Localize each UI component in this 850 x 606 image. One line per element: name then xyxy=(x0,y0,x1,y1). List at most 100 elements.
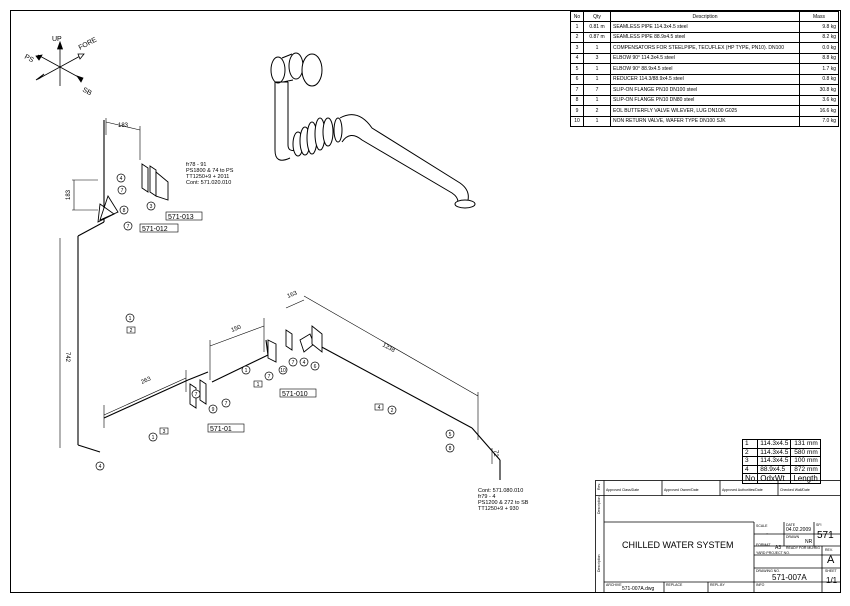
bom-cell-qty: 0.87 m xyxy=(583,31,611,43)
pipe-cell-no: 4 xyxy=(741,464,759,474)
svg-text:fr78 - 91: fr78 - 91 xyxy=(186,162,206,168)
svg-text:7: 7 xyxy=(292,360,295,366)
tb-rev-side: Rev. xyxy=(597,483,601,490)
pipe-3d-preview xyxy=(270,52,476,209)
svg-text:TT1250+9 + 2011: TT1250+9 + 2011 xyxy=(186,174,229,180)
tb-sfi: 571 xyxy=(817,530,834,541)
svg-text:4: 4 xyxy=(99,464,102,470)
pipe-table-header-row: No OdxWt Length xyxy=(741,473,821,484)
bom-cell-desc: SEAMLESS PIPE 114.3x4.5 steel xyxy=(610,21,800,33)
pipe-cell-len: 100 mm xyxy=(790,456,821,466)
tb-date-label: DATE xyxy=(786,523,796,527)
dim-183-top: 183 xyxy=(118,123,129,129)
tb-approved-owner: Approved Owner/Date xyxy=(664,488,699,492)
item-balloon-numbers: 4 7 8 7 3 1 1 4 7 9 7 1 7 10 7 4 6 2 5 8 xyxy=(99,176,452,470)
svg-text:Cont: 571.080.010: Cont: 571.080.010 xyxy=(478,488,523,494)
bom-cell-no: 4 xyxy=(570,52,584,64)
tb-rev: A xyxy=(827,554,835,566)
bom-cell-mass: 30.8 kg xyxy=(799,84,839,96)
svg-text:2: 2 xyxy=(391,408,394,414)
tb-repl-label: REPL.BY xyxy=(710,583,725,587)
bom-cell-desc: ELBOW 90° 88.9x4.5 steel xyxy=(610,63,800,75)
tb-replace-label: REPLACE xyxy=(666,583,683,587)
pipe-cell-od: 114.3x4.5 xyxy=(757,447,792,457)
tb-desc-side-2: Description xyxy=(597,554,601,572)
compass-ps-label: PS xyxy=(23,54,35,65)
tb-ready-label: READY FOR MU/RIG xyxy=(786,546,820,550)
bom-cell-qty: 3 xyxy=(583,52,611,64)
pipe-route xyxy=(77,120,501,480)
bom-cell-qty: 1 xyxy=(583,94,611,106)
svg-text:Cont: 571.020.010: Cont: 571.020.010 xyxy=(186,180,231,186)
svg-text:2: 2 xyxy=(130,328,133,334)
bom-cell-no: 5 xyxy=(570,63,584,75)
tb-yard-label: YARD PROJECT NO. xyxy=(756,551,790,555)
pipe-piece-tag-numbers: 2 3 1 4 xyxy=(130,328,381,435)
pipe-cell-len: 872 mm xyxy=(790,464,821,474)
bom-cell-mass: 0.0 kg xyxy=(799,42,839,54)
pipe-piece-tags xyxy=(126,326,384,435)
tb-approved-authorities: Approved Authorities/Date xyxy=(722,488,763,492)
bom-cell-desc: ELBOW 90° 114.3x4.5 steel xyxy=(610,52,800,64)
bom-header-row: No Qty Description Mass xyxy=(570,11,839,22)
bom-cell-no: 3 xyxy=(570,42,584,54)
svg-text:8: 8 xyxy=(123,208,126,214)
bom-cell-qty: 1 xyxy=(583,73,611,85)
svg-text:1: 1 xyxy=(257,382,260,388)
bom-cell-mass: 7.0 kg xyxy=(799,115,839,127)
svg-text:4: 4 xyxy=(378,405,381,411)
bom-cell-no: 1 xyxy=(570,21,584,33)
ref-boxes: 571-013 571-012 571-010 571-01 xyxy=(139,211,317,433)
bom-cell-desc: COMPENSATORS FOR STEELPIPE, TECUFLEX (HP… xyxy=(610,42,800,54)
svg-text:PS1200 & 272 to SB: PS1200 & 272 to SB xyxy=(478,500,529,506)
pipe-cell-len: 131 mm xyxy=(790,439,821,449)
svg-text:10: 10 xyxy=(280,368,286,374)
bom-cell-no: 10 xyxy=(570,115,584,127)
tb-sheet: 1/1 xyxy=(826,576,838,585)
tb-approved-class: Approved Class/Date xyxy=(606,488,640,492)
svg-text:1: 1 xyxy=(129,316,132,322)
bom-cell-mass: 3.6 kg xyxy=(799,94,839,106)
svg-text:4: 4 xyxy=(120,176,123,182)
svg-text:4: 4 xyxy=(303,360,306,366)
svg-text:fr79 - 4: fr79 - 4 xyxy=(478,494,495,500)
bom-cell-no: 9 xyxy=(570,105,584,117)
pipe-col-length: Length xyxy=(790,473,821,484)
svg-text:7: 7 xyxy=(195,392,198,398)
svg-text:1: 1 xyxy=(245,368,248,374)
bom-cell-qty: 1 xyxy=(583,115,611,127)
fittings xyxy=(97,163,323,409)
bom-col-qty: Qty xyxy=(583,11,611,22)
tb-date: 04.02.2009 xyxy=(786,527,812,533)
bom-col-description: Description xyxy=(610,11,800,22)
compass-up-label: UP xyxy=(52,36,62,43)
svg-text:7: 7 xyxy=(225,401,228,407)
bom-cell-desc: NON RETURN VALVE, WAFER TYPE DN100 SJK xyxy=(610,115,800,127)
pipe-col-odxwt: OdxWt xyxy=(757,473,792,484)
pipe-cell-no: 2 xyxy=(741,447,759,457)
bom-cell-no: 6 xyxy=(570,73,584,85)
dim-72: 72 xyxy=(492,450,498,457)
tb-drawing-no: 571-007A xyxy=(772,573,807,582)
svg-text:8: 8 xyxy=(449,446,452,452)
tb-info-label: INFO xyxy=(756,583,765,587)
bom-cell-mass: 8.2 kg xyxy=(799,31,839,43)
dim-150: 150 xyxy=(231,324,243,334)
drawing-title: CHILLED WATER SYSTEM xyxy=(622,540,734,550)
pipe-cell-od: 114.3x4.5 xyxy=(757,456,792,466)
tb-checked: Checked Wall/Date xyxy=(780,488,810,492)
bom-cell-mass: 0.8 kg xyxy=(799,73,839,85)
bom-cell-mass: 9.8 kg xyxy=(799,21,839,33)
bom-col-mass: Mass xyxy=(799,11,839,22)
